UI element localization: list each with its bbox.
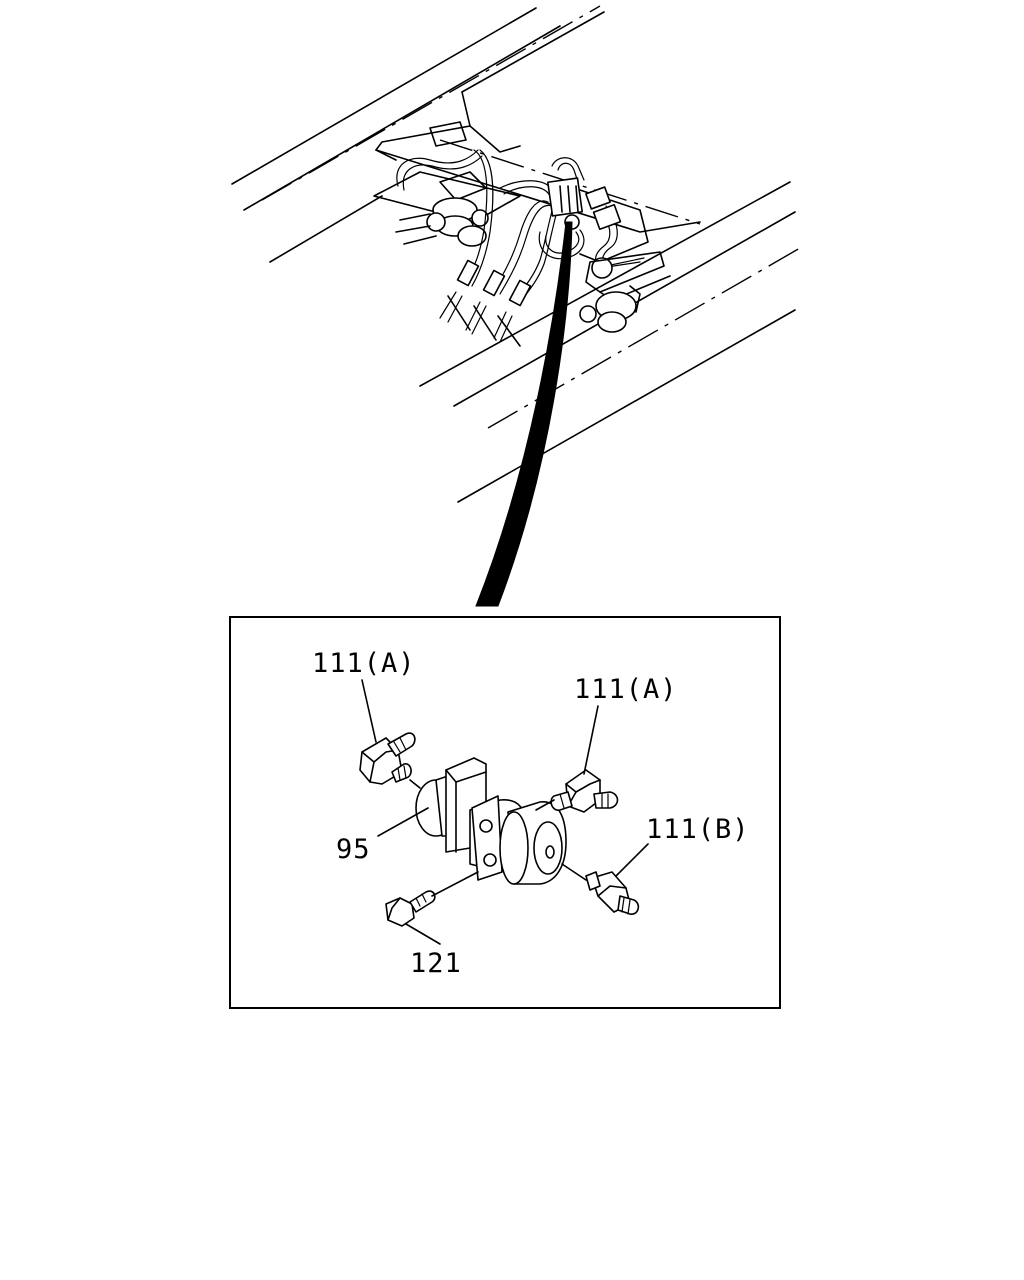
valve-cluster-left [373, 171, 521, 247]
valve-cluster-right [579, 186, 671, 333]
brake-pipes [396, 149, 645, 303]
callout-111a-left: 111(A) [312, 648, 416, 679]
callout-leaders [361, 679, 649, 945]
junction-block [546, 177, 584, 230]
detail-frame [229, 616, 781, 1009]
bolt-121 [385, 871, 479, 927]
callout-111a-right: 111(A) [574, 674, 678, 705]
callout-111b: 111(B) [646, 814, 750, 845]
valve-95 [415, 757, 567, 885]
detail-leader [475, 221, 573, 607]
callout-95: 95 [336, 834, 371, 865]
fitting-111a-left [359, 732, 421, 789]
callout-121: 121 [410, 948, 462, 979]
chassis-overview [231, 5, 801, 607]
detail-view: 111(A) 111(A) 111(B) 95 121 [229, 616, 781, 1009]
fitting-111b [561, 863, 640, 915]
frame-rail-left [231, 5, 605, 263]
fitting-111a-right [535, 769, 619, 813]
pipe-unions [439, 259, 532, 347]
